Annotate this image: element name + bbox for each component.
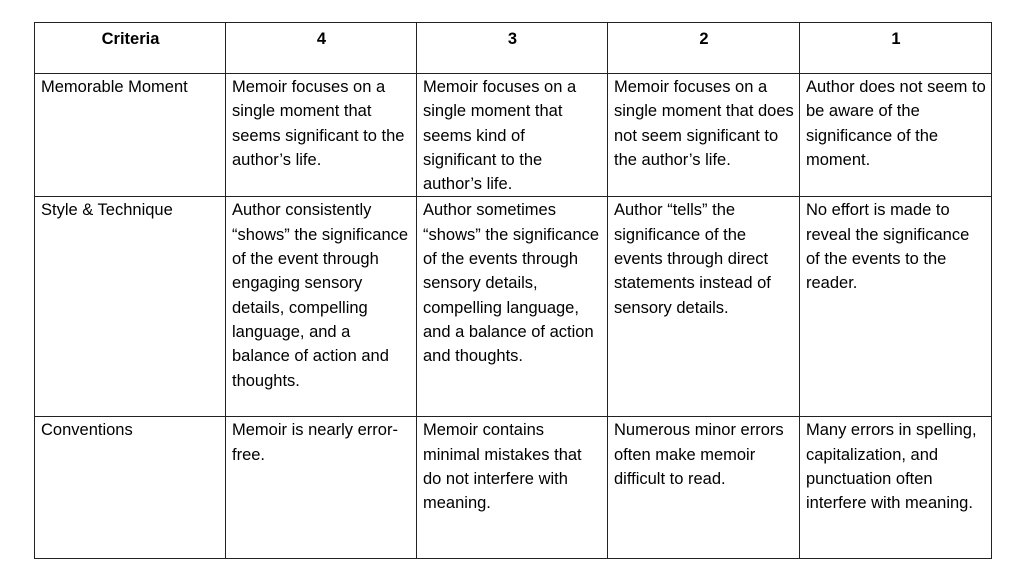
table-row-memorable-moment: Memorable Moment Memoir focuses on a sin…: [34, 72, 992, 198]
criteria-cell: Style & Technique: [34, 196, 226, 418]
descriptor-cell-2: Author “tells” the significance of the e…: [607, 196, 800, 418]
descriptor-cell-2: Numerous minor errors often make memoir …: [607, 416, 800, 560]
table-row-style-technique: Style & Technique Author consistently “s…: [34, 196, 992, 418]
header-score-4: 4: [225, 22, 417, 74]
descriptor-cell-1: No effort is made to reveal the signific…: [799, 196, 992, 418]
descriptor-cell-2: Memoir focuses on a single moment that d…: [607, 72, 800, 198]
header-score-1: 1: [799, 22, 992, 74]
criteria-cell: Memorable Moment: [34, 72, 226, 198]
header-score-2: 2: [607, 22, 800, 74]
descriptor-cell-3: Memoir focuses on a single moment that s…: [416, 72, 608, 198]
criteria-cell: Conventions: [34, 416, 226, 560]
descriptor-cell-1: Many errors in spelling, capitalization,…: [799, 416, 992, 560]
descriptor-cell-4: Memoir is nearly error-free.: [225, 416, 417, 560]
table-row-conventions: Conventions Memoir is nearly error-free.…: [34, 416, 992, 560]
descriptor-cell-3: Memoir contains minimal mistakes that do…: [416, 416, 608, 560]
descriptor-cell-1: Author does not seem to be aware of the …: [799, 72, 992, 198]
rubric-table: Criteria 4 3 2 1 Memorable Moment Memoir…: [34, 22, 992, 560]
descriptor-cell-4: Author consistently “shows” the signific…: [225, 196, 417, 418]
header-criteria: Criteria: [34, 22, 226, 74]
header-row: Criteria 4 3 2 1: [34, 22, 992, 74]
descriptor-cell-3: Author sometimes “shows” the significanc…: [416, 196, 608, 418]
descriptor-cell-4: Memoir focuses on a single moment that s…: [225, 72, 417, 198]
header-score-3: 3: [416, 22, 608, 74]
